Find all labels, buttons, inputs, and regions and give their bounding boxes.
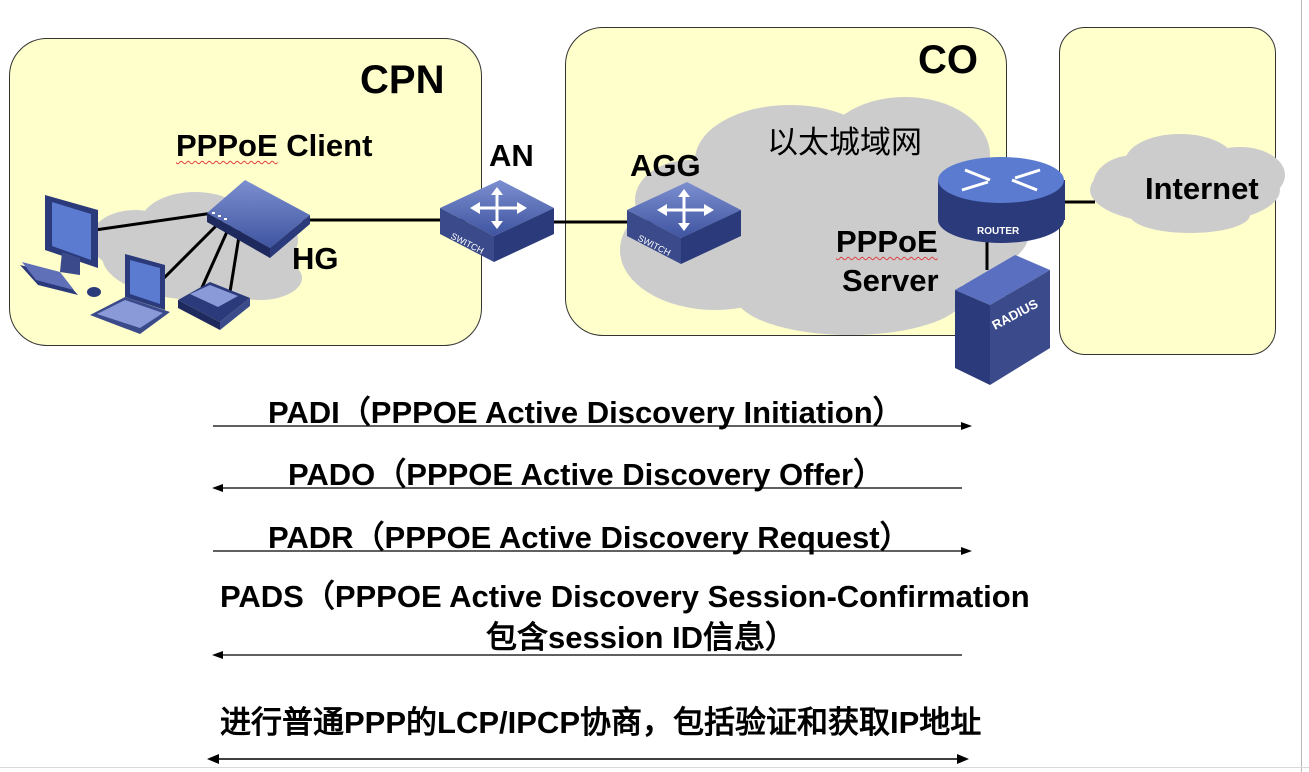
hg-label: HG: [292, 241, 339, 276]
window-edge-bottom: [0, 767, 1309, 768]
desktop-computer-icon: [20, 195, 101, 297]
internet-label: Internet: [1145, 171, 1259, 206]
radius-server-icon: RADIUS: [955, 255, 1050, 385]
co-title: CO: [918, 38, 978, 82]
pads-message-line1: PADS（PPPOE Active Discovery Session-Conf…: [220, 579, 1030, 614]
home-gateway-icon: [207, 180, 310, 258]
telephone-icon: [178, 282, 250, 330]
metro-ethernet-label: 以太城域网: [767, 125, 922, 161]
padr-message: PADR（PPPOE Active Discovery Request）: [268, 520, 911, 555]
pppoe-server-label-word: PPPoE: [836, 224, 938, 259]
window-edge-right: [1301, 0, 1302, 772]
router-tag: ROUTER: [977, 226, 1020, 237]
message-arrows: [207, 422, 972, 764]
cpn-title: CPN: [360, 58, 445, 102]
internet-cloud: [1090, 134, 1285, 233]
router-icon: ROUTER: [938, 157, 1065, 243]
an-switch-icon: SWITCH: [440, 180, 554, 262]
padi-message: PADI（PPPOE Active Discovery Initiation）: [268, 395, 904, 430]
pado-message: PADO（PPPOE Active Discovery Offer）: [288, 457, 885, 492]
network-links: [94, 200, 1095, 294]
an-label: AN: [489, 138, 534, 173]
pppoe-server-label-role: Server: [842, 263, 939, 298]
lcp-negotiation-message: 进行普通PPP的LCP/IPCP协商，包括验证和获取IP地址: [220, 705, 982, 740]
agg-label: AGG: [630, 148, 701, 183]
pads-message-line2: 包含session ID信息）: [486, 620, 797, 655]
pppoe-client-label-role: Client: [286, 128, 373, 163]
pppoe-client-label: PPPoE Client: [176, 128, 372, 164]
pppoe-client-label-word: PPPoE: [176, 128, 278, 163]
laptop-icon: [90, 254, 170, 334]
